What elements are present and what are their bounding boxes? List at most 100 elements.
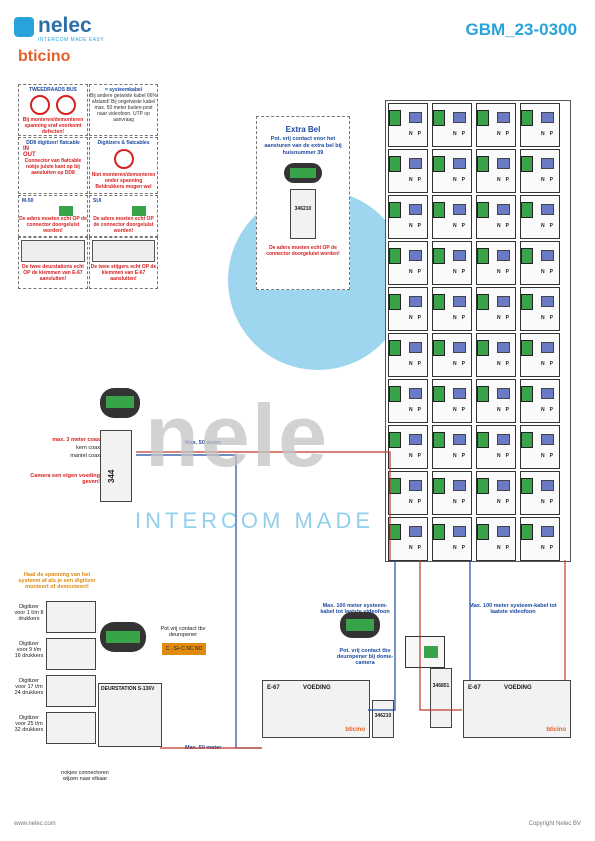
- videophone-icon: [453, 158, 466, 169]
- doc-code: GBM_23-0300: [465, 20, 577, 39]
- connector-icon: [521, 478, 533, 494]
- legend-dd8-title: DD8 digitizer/ flatcable: [26, 140, 80, 146]
- videophone-icon: [497, 158, 510, 169]
- footer-url: www.nelec.com: [14, 821, 56, 827]
- watermark-subtext: INTERCOM MADE: [135, 508, 374, 533]
- apartment-n-label: N: [409, 453, 413, 459]
- connector-icon: [389, 156, 401, 172]
- connector-icon: [477, 202, 489, 218]
- legend-stijgers: De twee stijgers echt OP de klemmen van …: [89, 237, 158, 289]
- nelec-logo: nelec INTERCOM MADE EASY bticino: [14, 14, 134, 69]
- videophone-icon: [409, 526, 422, 537]
- apartment-p-label: P: [505, 499, 509, 505]
- connector-icon: [521, 202, 533, 218]
- apartment-n-label: N: [409, 407, 413, 413]
- apartment-n-label: N: [453, 269, 457, 275]
- apartment-p-label: P: [417, 407, 421, 413]
- apartment-n-label: N: [541, 545, 545, 551]
- connector-icon: [521, 156, 533, 172]
- apartment-p-label: P: [505, 545, 509, 551]
- psu-left-brand: bticino: [345, 727, 365, 733]
- legend-sui: SUI De aders moeten echt OP de connector…: [89, 195, 158, 237]
- legend-dd8-in: IN: [23, 146, 29, 152]
- apartment-p-label: P: [461, 361, 465, 367]
- videophone-icon: [453, 526, 466, 537]
- connector-icon: [477, 340, 489, 356]
- videophone-icon: [453, 204, 466, 215]
- apartment-n-label: N: [541, 315, 545, 321]
- apartment-p-label: P: [417, 223, 421, 229]
- prohibited-icon: [113, 149, 134, 169]
- videophone-icon: [409, 204, 422, 215]
- connector-icon: [477, 524, 489, 540]
- apartment-p-label: P: [417, 499, 421, 505]
- videophone-icon: [409, 158, 422, 169]
- legend-bus-title: TWEEDRAADS BUS: [29, 87, 77, 93]
- apartment-p-label: P: [549, 177, 553, 183]
- apartment-n-label: N: [541, 361, 545, 367]
- apartment-n-label: N: [453, 223, 457, 229]
- videophone-icon: [409, 342, 422, 353]
- nelec-logo-icon: [14, 17, 34, 37]
- apartment-p-label: P: [417, 269, 421, 275]
- apartment-p-label: P: [505, 315, 509, 321]
- apartment-p-label: P: [549, 315, 553, 321]
- apartment-p-label: P: [417, 361, 421, 367]
- legend-digitizers: Digitizers & flatcables Niet monteren/de…: [89, 137, 158, 194]
- door-contact-label: Pot.vrij contact tbv deuropener: [160, 626, 206, 638]
- terminal-icon: [290, 168, 316, 178]
- apartment-p-label: P: [417, 545, 421, 551]
- extra-bel-bottom: De aders moeten echt OP de connector doo…: [266, 245, 340, 257]
- videophone-icon: [453, 112, 466, 123]
- videophone-icon: [497, 250, 510, 261]
- connector-icon: [389, 432, 401, 448]
- coax-core: kern coax: [76, 445, 100, 451]
- prohibited-icon: [56, 95, 76, 115]
- videophone-icon: [541, 434, 554, 445]
- connector-icon: [389, 340, 401, 356]
- connector-icon: [433, 110, 445, 126]
- apartment-n-label: N: [497, 177, 501, 183]
- digitizer-module: [46, 601, 96, 633]
- video-module: 344: [100, 430, 132, 502]
- legend-dd8: DD8 digitizer/ flatcable IN OUT Connecto…: [18, 137, 88, 194]
- apartment-n-label: N: [497, 269, 501, 275]
- apartment-n-label: N: [497, 223, 501, 229]
- apartment-n-label: N: [497, 361, 501, 367]
- apartment-n-label: N: [453, 315, 457, 321]
- connector-icon: [477, 432, 489, 448]
- apartment-n-label: N: [497, 499, 501, 505]
- apartment-n-label: N: [541, 453, 545, 459]
- videophone-icon: [453, 480, 466, 491]
- psu-icon: [92, 240, 155, 262]
- digitizer-module: [46, 712, 96, 744]
- apartment-p-label: P: [417, 453, 421, 459]
- apartment-n-label: N: [453, 499, 457, 505]
- apartment-p-label: P: [461, 499, 465, 505]
- brand-tagline: INTERCOM MADE EASY: [38, 37, 105, 43]
- connector-icon: [477, 110, 489, 126]
- apartment-p-label: P: [549, 131, 553, 137]
- apartment-n-label: N: [497, 131, 501, 137]
